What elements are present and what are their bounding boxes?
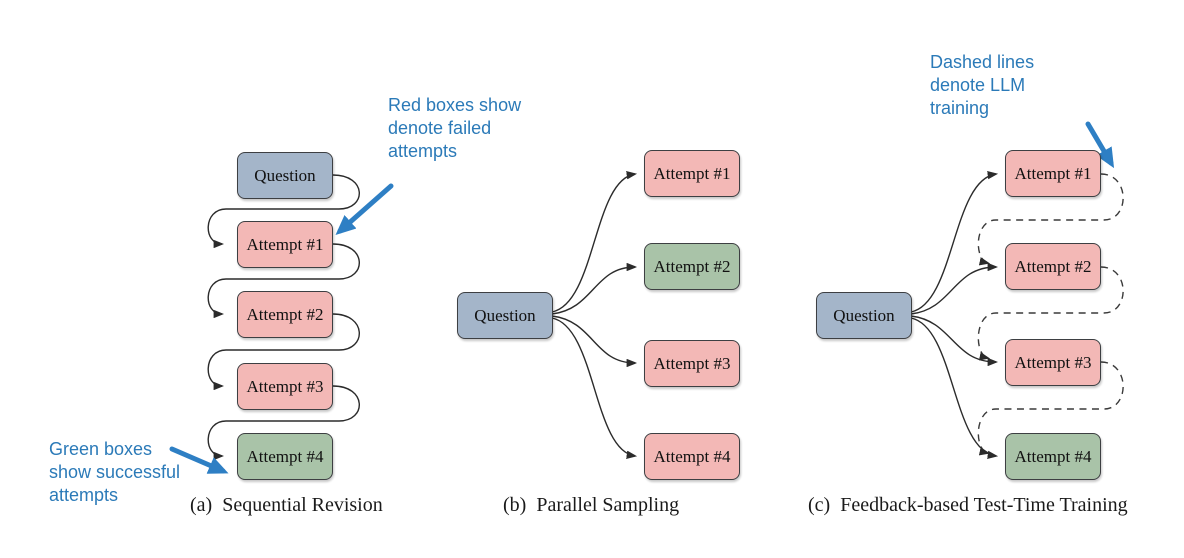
attempt-label: Attempt #3 <box>1014 352 1092 372</box>
panel-caption-c: (c) Feedback-based Test-Time Training <box>808 494 1128 516</box>
training-dash-a1-a2 <box>977 173 1124 266</box>
attempt-label: Attempt #2 <box>246 304 324 324</box>
attempt-label: Attempt #4 <box>1014 446 1092 466</box>
success-note-arrow <box>169 446 229 474</box>
attempt-label: Attempt #3 <box>246 376 324 396</box>
attempt-box-c4: Attempt #4 <box>1005 433 1101 480</box>
seq-curve-q-a1 <box>207 174 360 249</box>
par-curve-q-a1 <box>551 171 638 313</box>
attempt-box-b2: Attempt #2 <box>644 243 740 290</box>
attempt-label: Attempt #2 <box>653 256 731 276</box>
attempt-box-b3: Attempt #3 <box>644 340 740 387</box>
training-dash-a2-a3 <box>977 266 1124 361</box>
attempt-box-c1: Attempt #1 <box>1005 150 1101 197</box>
question-box-b: Question <box>457 292 553 339</box>
attempt-label: Attempt #1 <box>653 163 731 183</box>
training-note-arrow <box>1085 121 1115 169</box>
question-label: Question <box>254 165 316 185</box>
attempt-label: Attempt #4 <box>246 446 324 466</box>
attempt-box-a3: Attempt #3 <box>237 363 333 410</box>
attempt-box-b1: Attempt #1 <box>644 150 740 197</box>
attempt-box-b4: Attempt #4 <box>644 433 740 480</box>
attempt-label: Attempt #4 <box>653 446 731 466</box>
seq-curve-a1-a2 <box>207 243 360 319</box>
ttt-curve-q-a2 <box>910 262 999 315</box>
failed-note-arrow <box>335 183 394 235</box>
ttt-curve-q-a4 <box>910 317 999 460</box>
seq-curve-a2-a3 <box>207 313 360 391</box>
par-curve-q-a4 <box>551 317 638 459</box>
question-box-a: Question <box>237 152 333 199</box>
question-label: Question <box>833 305 895 325</box>
panel-caption-b: (b) Parallel Sampling <box>503 494 680 516</box>
failed-note: Red boxes show denote failed attempts <box>388 95 522 161</box>
attempt-box-a2: Attempt #2 <box>237 291 333 338</box>
ttt-curve-q-a1 <box>910 170 999 313</box>
training-note: Dashed lines denote LLM training <box>930 52 1035 118</box>
attempt-label: Attempt #3 <box>653 353 731 373</box>
attempt-box-a4: Attempt #4 <box>237 433 333 480</box>
attempt-box-c3: Attempt #3 <box>1005 339 1101 386</box>
attempt-box-a1: Attempt #1 <box>237 221 333 268</box>
attempt-box-c2: Attempt #2 <box>1005 243 1101 290</box>
ttt-curve-q-a3 <box>910 315 999 367</box>
attempt-label: Attempt #2 <box>1014 256 1092 276</box>
par-curve-q-a2 <box>551 262 638 315</box>
question-box-c: Question <box>816 292 912 339</box>
training-dash-a3-a4 <box>977 361 1124 456</box>
question-label: Question <box>474 305 536 325</box>
success-note: Green boxes show successful attempts <box>49 439 181 505</box>
seq-curve-a3-a4 <box>207 385 360 461</box>
attempt-label: Attempt #1 <box>246 234 324 254</box>
attempt-label: Attempt #1 <box>1014 163 1092 183</box>
par-curve-q-a3 <box>551 315 638 368</box>
panel-caption-a: (a) Sequential Revision <box>190 494 383 516</box>
